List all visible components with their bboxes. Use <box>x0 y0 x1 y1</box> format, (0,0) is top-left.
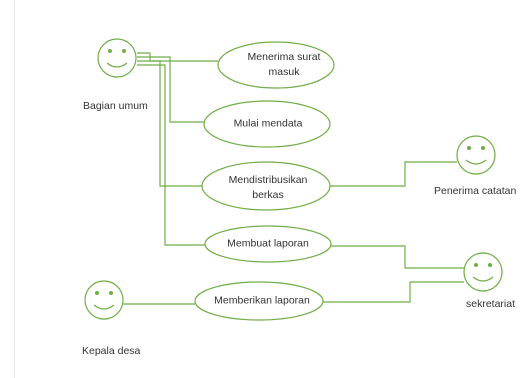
use-case-label-mendistribusikan: Mendistribusikan berkas <box>229 173 308 203</box>
association-memberikan-laporan-sekretariat <box>323 281 464 303</box>
use-case-mulai-mendata-ellipse[interactable] <box>203 100 331 148</box>
actor-bagian-umum-icon[interactable] <box>97 38 137 78</box>
actor-label-kepala-desa: Kepala desa <box>82 345 141 357</box>
actor-label-bagian-umum: Bagian umum <box>83 100 148 112</box>
page-margin-line <box>14 0 15 378</box>
use-case-menerima-surat-ellipse[interactable] <box>217 41 335 89</box>
use-case-label-menerima-surat-line2: masuk <box>268 66 300 78</box>
association-membuat-laporan-sekretariat <box>331 245 464 269</box>
use-case-label-membuat-laporan: Membuat laporan <box>227 237 309 252</box>
association-mendistribusikan-penerima-catatan <box>330 161 457 187</box>
association-bagian-umum-mendistribusikan <box>137 60 202 187</box>
use-case-memberikan-laporan-ellipse[interactable] <box>194 281 324 321</box>
use-case-label-mendistribusikan-line2: berkas <box>252 189 284 201</box>
actor-label-sekretariat: sekretariat <box>466 298 516 310</box>
use-case-label-membuat-laporan-line1: Membuat laporan <box>227 237 309 250</box>
use-case-label-memberikan-laporan: Memberikan laporan <box>214 294 310 309</box>
association-bagian-umum-membuat-laporan <box>137 64 205 246</box>
use-case-label-menerima-surat-line1: Menerima surat <box>247 51 321 63</box>
actor-sekretariat-icon[interactable] <box>463 252 503 292</box>
association-bagian-umum-mulai-mendata <box>137 56 204 123</box>
use-case-label-mendistribusikan-line1: Mendistribusikan <box>228 174 308 186</box>
use-case-label-memberikan-laporan-line1: Memberikan laporan <box>214 294 310 307</box>
use-case-label-menerima-surat: Menerima surat masuk <box>248 50 321 80</box>
use-case-label-mulai-mendata: Mulai mendata <box>234 117 303 132</box>
actor-penerima-catatan-icon[interactable] <box>456 135 496 175</box>
actor-label-penerima-catatan: Penerima catatan <box>434 185 517 197</box>
use-case-label-mulai-mendata-line1: Mulai mendata <box>233 117 303 130</box>
actor-kepala-desa-icon[interactable] <box>84 280 124 320</box>
use-case-membuat-laporan-ellipse[interactable] <box>204 225 332 263</box>
